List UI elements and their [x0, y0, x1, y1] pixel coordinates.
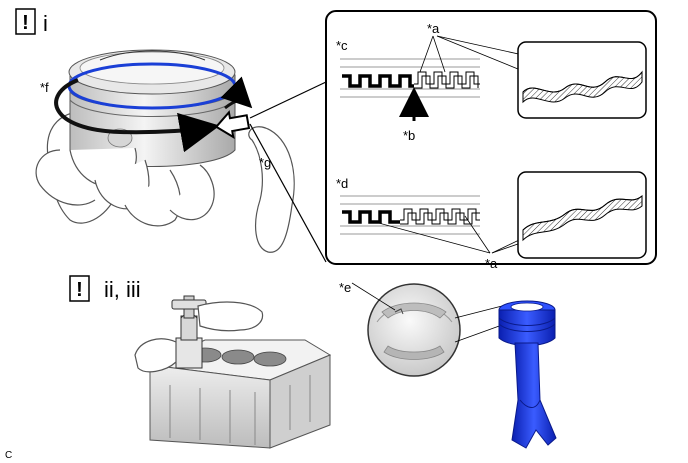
step-label-ii-iii: ii, iii [104, 277, 141, 302]
front-mark [394, 308, 404, 315]
caution-icon: ! [15, 8, 36, 35]
callout-b: *b [403, 128, 415, 143]
rotation-arrow-icon [54, 78, 220, 153]
ring-seating-detail-panel: *c *a *b *d [325, 10, 657, 265]
piston-ring-rotation-illustration [35, 49, 295, 253]
push-arrow-icon [214, 110, 251, 139]
callout-a-top: *a [427, 21, 440, 36]
engine-block-piston-install-illustration [134, 295, 332, 449]
ring-correct-detail [340, 171, 647, 259]
callout-g: *g [259, 155, 271, 170]
piston-front-mark-illustration [351, 282, 461, 377]
callout-e: *e [339, 280, 351, 295]
svg-text:!: ! [76, 279, 83, 301]
svg-text:!: ! [22, 12, 29, 34]
piston-connecting-rod-assembly [498, 300, 557, 449]
figure-code: C [5, 450, 12, 461]
callout-c: *c [336, 38, 348, 53]
callout-f: *f [40, 80, 49, 95]
step-label-i: i [43, 11, 48, 36]
caution-icon: ! [69, 275, 90, 302]
ring-incorrect-detail [340, 35, 647, 121]
callout-a-bottom: *a [485, 256, 498, 271]
callout-d: *d [336, 176, 348, 191]
